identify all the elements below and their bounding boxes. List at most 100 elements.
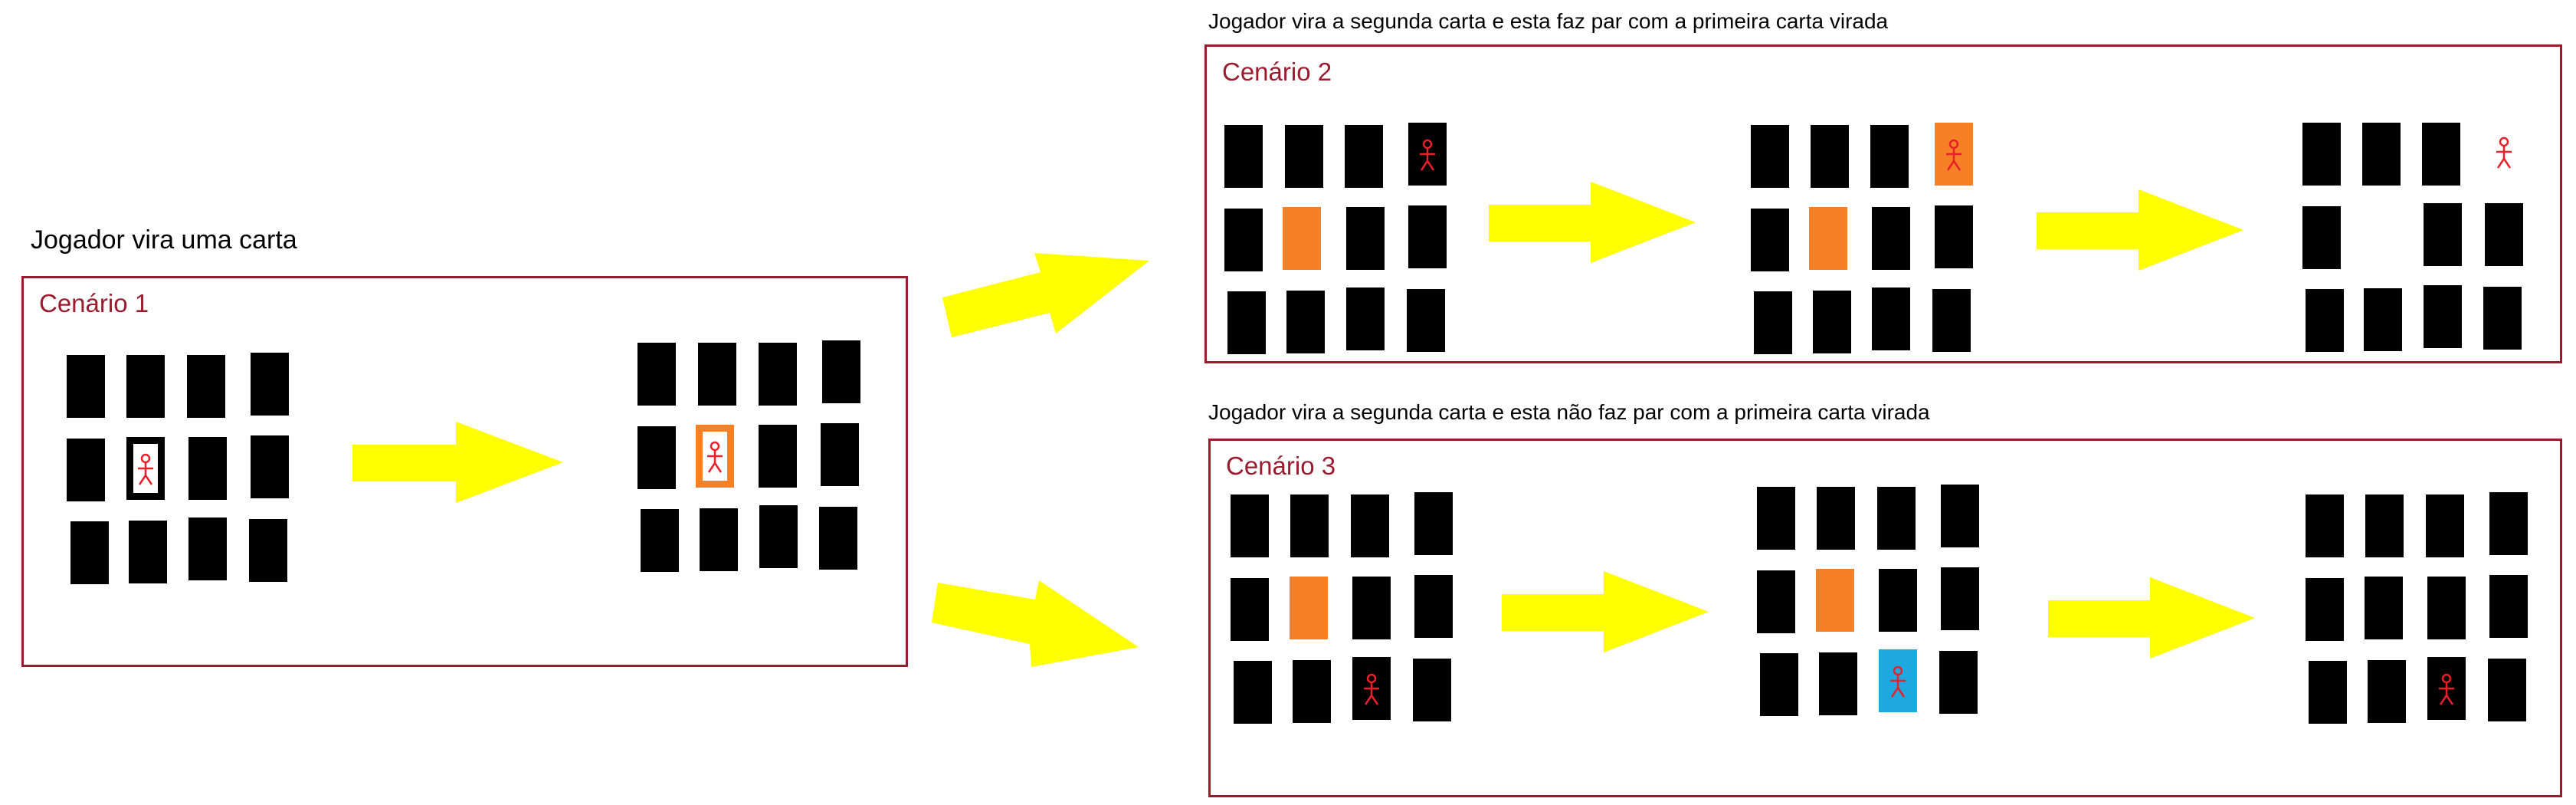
card-back — [2483, 287, 2522, 350]
yellow-arrow-icon — [2048, 577, 2255, 659]
card-back — [188, 518, 227, 580]
card-back — [2365, 577, 2403, 639]
card-back — [70, 521, 109, 584]
scenario1-caption: Jogador vira uma carta — [31, 225, 297, 255]
card-back — [67, 439, 105, 501]
card-back — [1751, 125, 1789, 188]
scenario3-panel: Cenário 3 — [1208, 439, 2562, 797]
card-back — [251, 353, 289, 416]
card-pointer — [1935, 123, 1973, 186]
card-back — [1757, 487, 1795, 550]
card-back — [2427, 577, 2466, 639]
card-back — [1224, 209, 1263, 271]
card-back — [1293, 660, 1331, 723]
card-back — [1877, 487, 1916, 550]
yellow-arrow-icon — [1502, 571, 1709, 652]
card-back — [2302, 123, 2341, 186]
card-back — [2306, 578, 2344, 641]
card-back — [1870, 125, 1909, 188]
yellow-arrow-icon — [2037, 189, 2243, 271]
card-selected — [1816, 569, 1854, 632]
card-back — [1231, 495, 1269, 557]
card-back — [1407, 289, 1445, 352]
card-back — [1408, 205, 1447, 268]
card-back — [2489, 575, 2528, 638]
card-back — [1813, 291, 1851, 353]
card-back — [637, 343, 676, 406]
card-back — [759, 505, 798, 568]
card-back — [759, 425, 797, 488]
card-back — [1285, 125, 1323, 188]
card-back — [1346, 207, 1385, 270]
card-back — [1414, 575, 1453, 638]
card-back — [759, 343, 797, 406]
card-back — [1352, 577, 1391, 639]
yellow-arrow-icon — [942, 253, 1149, 337]
card-back — [1290, 495, 1329, 557]
card-back — [2362, 123, 2401, 186]
card-back — [819, 507, 857, 570]
scenario2-caption: Jogador vira a segunda carta e esta faz … — [1208, 9, 1889, 33]
card-back — [1811, 125, 1849, 188]
card-back — [641, 509, 679, 572]
card-selected — [1290, 577, 1328, 639]
stick-figure-icon — [2439, 673, 2454, 705]
card-back — [2365, 495, 2404, 557]
card-selected — [1809, 207, 1847, 270]
yellow-arrow-icon — [1489, 182, 1696, 263]
scenario1-panel: Cenário 1 — [21, 276, 908, 667]
stick-figure-icon — [1420, 139, 1435, 171]
stick-figure-icon — [138, 453, 153, 485]
scenario2-panel: Cenário 2 — [1204, 44, 2562, 363]
stick-figure-icon — [2496, 136, 2512, 169]
card-back — [2424, 203, 2462, 266]
card-back — [2426, 495, 2464, 557]
card-back — [249, 519, 287, 582]
card-back — [1227, 291, 1266, 354]
card-back — [1935, 205, 1973, 268]
card-mismatch — [1879, 649, 1917, 712]
card-back — [822, 340, 860, 403]
card-back — [2488, 659, 2526, 721]
card-pointer — [2427, 657, 2466, 720]
scenario3-caption: Jogador vira a segunda carta e esta não … — [1208, 400, 1930, 424]
stick-figure-icon — [1890, 665, 1906, 698]
card-back — [2364, 288, 2402, 351]
card-back — [1231, 578, 1269, 641]
card-back — [251, 435, 289, 498]
card-back — [700, 508, 738, 571]
card-back — [2422, 123, 2460, 186]
card-back — [1413, 659, 1451, 721]
card-back — [1932, 289, 1971, 352]
card-back — [1941, 567, 1979, 630]
card-back — [1351, 495, 1389, 557]
panel-title: Cenário 1 — [39, 289, 149, 317]
card-back — [1234, 661, 1272, 724]
card-back — [2302, 206, 2341, 269]
yellow-arrow-icon — [352, 422, 563, 503]
card-pointer — [696, 425, 734, 488]
card-selected — [1283, 207, 1321, 270]
card-back — [188, 437, 227, 500]
card-back — [698, 343, 736, 406]
card-back — [1817, 487, 1855, 550]
card-back — [2489, 492, 2528, 555]
card-back — [1757, 570, 1795, 633]
stick-figure-icon — [1946, 139, 1961, 171]
card-back — [1760, 653, 1798, 716]
yellow-arrow-icon — [932, 580, 1139, 667]
card-back — [1286, 291, 1325, 353]
card-back — [1751, 209, 1789, 271]
card-removed — [2485, 120, 2523, 183]
card-back — [2485, 203, 2523, 266]
card-back — [1345, 125, 1383, 188]
panel-title: Cenário 2 — [1222, 58, 1332, 86]
card-back — [1819, 652, 1857, 715]
card-back — [1941, 485, 1979, 547]
card-back — [2368, 660, 2406, 723]
card-back — [129, 521, 167, 583]
card-back — [1754, 291, 1792, 354]
card-back — [1879, 569, 1917, 632]
card-back — [2424, 285, 2462, 348]
card-back — [1346, 288, 1385, 350]
